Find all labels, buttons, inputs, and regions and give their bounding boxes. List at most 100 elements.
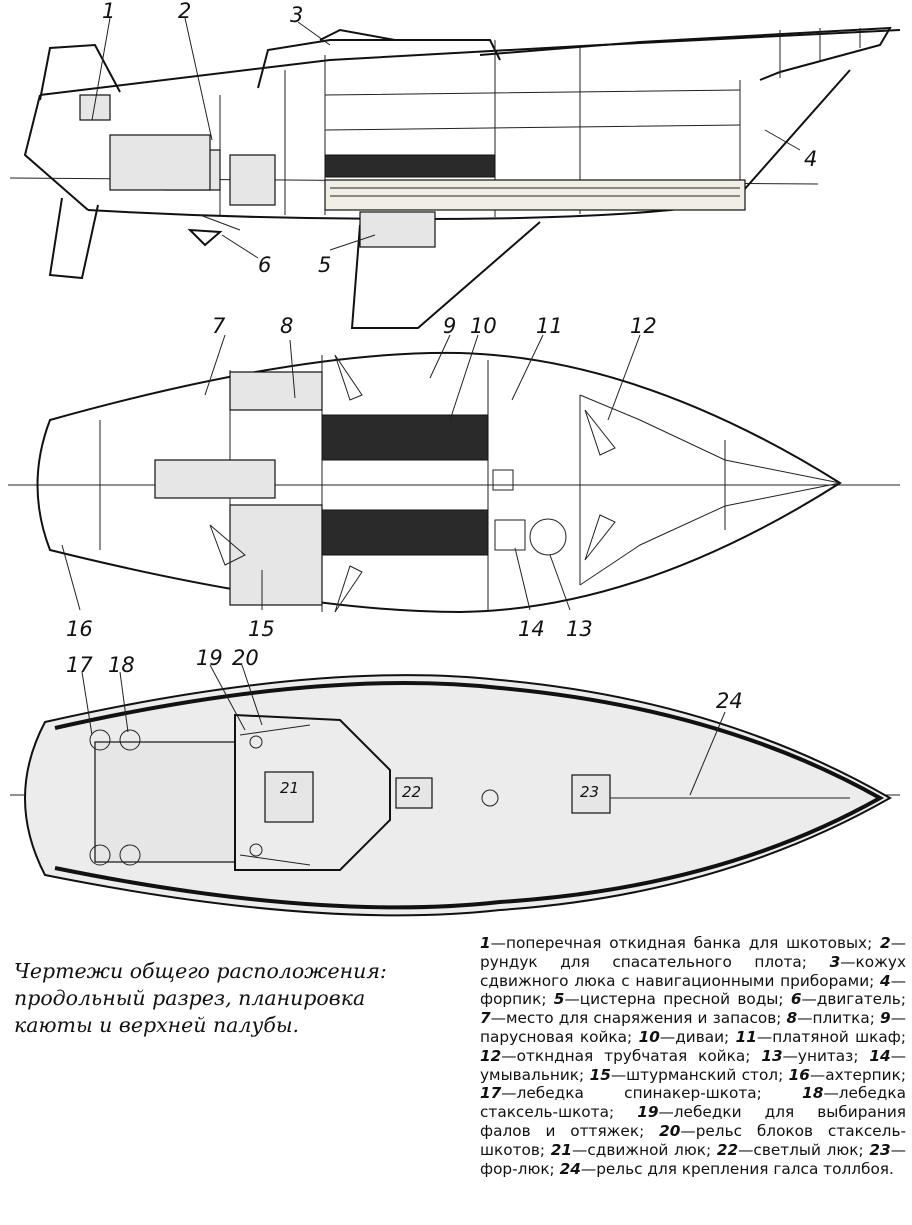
legend-item-9: 9—парусновая койка; [480,1009,906,1046]
legend-number: 16 [788,1065,810,1084]
legend-number: 24 [559,1159,581,1178]
legend-item-19: 19—лебедки для выбирания фалов и оттяжек… [480,1103,906,1140]
legend-item-3: 3—кожух сдвижного люка с навигационными … [480,952,906,990]
shelves [324,89,741,131]
winch-spinnaker-port [89,729,111,751]
legend-text: лебедки для выбирания фалов и оттяжек; [480,1103,906,1140]
winch-sheet-stbd [119,844,141,866]
legend-number: 15 [589,1065,611,1084]
halyard-winch-1 [249,735,263,749]
legend-item-20: 20—рельс блоков стаксель-шкотов; [480,1121,906,1159]
legend-text: унитаз; [797,1046,859,1065]
halyard-winch-2 [249,843,263,857]
callout-4: 4 [804,147,817,171]
legend-item-5: 5—цистерна пресной воды; [553,990,784,1009]
callout-14: 14 [518,617,545,641]
legend-text: откндная трубчатая койка; [516,1046,751,1065]
water-tank [359,211,436,248]
cabin-hull-outline [36,351,842,614]
ventilator-cowls [209,354,363,613]
sliding-hatch [264,771,314,823]
legend-text: сдвижной люк; [587,1140,712,1159]
settee-stbd [321,509,489,556]
stern-profile [23,94,89,211]
callout-18: 18 [108,653,135,677]
legend-item-22: 22—светлый люк; [716,1140,864,1159]
legend-text: поперечная откидная банка для шкотовых; [505,934,873,952]
pipe-cots [584,409,616,561]
legend-item-14: 14—умывальник; [480,1046,906,1084]
toilet [529,518,567,556]
callout-8: 8 [280,314,293,338]
legend-number: 18 [802,1084,824,1103]
legend-item-11: 11—платяной шкаф; [735,1027,906,1046]
legend-text: штурманский стол; [626,1065,784,1084]
callout-24: 24 [716,689,743,713]
legend-text: кожух сдвижного люка с навигационными пр… [480,952,906,990]
figure-caption: Чертежи общего расположения: продольный … [14,959,387,1037]
legend-number: 11 [735,1027,757,1046]
legend-text: лебедка стаксель-шкота; [480,1084,906,1122]
callout-12: 12 [630,314,657,338]
settee-cushion [324,154,496,178]
legend-number: 14 [869,1046,891,1065]
settee-port [321,414,489,461]
sheer-line [39,29,901,96]
callout-11: 11 [536,314,563,338]
liferaft-locker [109,134,211,191]
legend-number: 3 [829,952,841,971]
pulpit-stanchions [779,28,861,78]
profile-section: 1 2 3 4 5 6 [9,0,901,329]
legend-text: рельс блоков стаксель-шкотов; [480,1121,906,1159]
stern-bench [79,94,111,121]
legend-number: 5 [553,990,565,1009]
washbasin [494,519,526,551]
legend-number: 10 [638,1027,660,1046]
legend-text: цистерна пресной воды; [579,990,784,1009]
basin-small [492,469,514,491]
berth-base [324,179,746,211]
legend-number: 6 [790,990,802,1009]
legend-item-21: 21—сдвижной люк; [550,1140,712,1159]
legend-text: лебедка спинакер-шкота; [516,1084,762,1103]
legend-item-17: 17—лебедка спинакер-шкота; [480,1084,762,1103]
callout-22: 22 [402,783,421,801]
general-arrangement-drawing: 1 2 3 4 5 6 7 8 9 10 11 [8,0,901,917]
legend-item-16: 16—ахтерпик; [788,1065,906,1084]
legend-text: место для снаряжения и запасов; [505,1009,782,1028]
skylight [395,777,433,809]
legend-item-13: 13—унитаз; [761,1046,859,1065]
legend-item-6: 6—двигатель; [790,990,906,1009]
callout-1: 1 [102,0,115,23]
legend-number: 21 [550,1140,573,1159]
legend-item-18: 18—лебедка стаксель-шкота; [480,1084,906,1122]
legend-text: платяной шкаф; [772,1027,906,1046]
legend-number: 7 [480,1009,491,1028]
callout-15: 15 [248,617,275,641]
legend-text: плитка; [812,1009,875,1028]
deckhouse [257,39,501,89]
keel [350,221,541,329]
deck-plan: 17 18 19 20 21 22 23 24 [10,646,900,917]
legend-number: 1 [480,934,491,952]
legend-number: 17 [480,1084,502,1103]
callout-6: 6 [258,253,271,277]
legend-text: светлый люк; [753,1140,864,1159]
legend-item-8: 8—плитка; [786,1009,875,1028]
callout-20: 20 [232,646,259,670]
legend-item-23: 23—фор-люк; [480,1140,906,1178]
stern-pulpit [39,43,121,101]
legend-text: фор-люк; [480,1159,555,1178]
legend-number: 19 [637,1103,659,1122]
legend-item-15: 15—штурманский стол; [589,1065,784,1084]
legend-text: умывальник; [480,1065,585,1084]
bow-pulpit [479,26,892,81]
callout-9: 9 [443,314,456,338]
callout-17: 17 [66,653,93,677]
winch-spinnaker-stbd [89,844,111,866]
legend-number: 4 [880,971,891,990]
v-berth [579,394,841,586]
fore-hatch [571,774,611,814]
callout-3: 3 [290,3,303,27]
callout-13: 13 [566,617,593,641]
